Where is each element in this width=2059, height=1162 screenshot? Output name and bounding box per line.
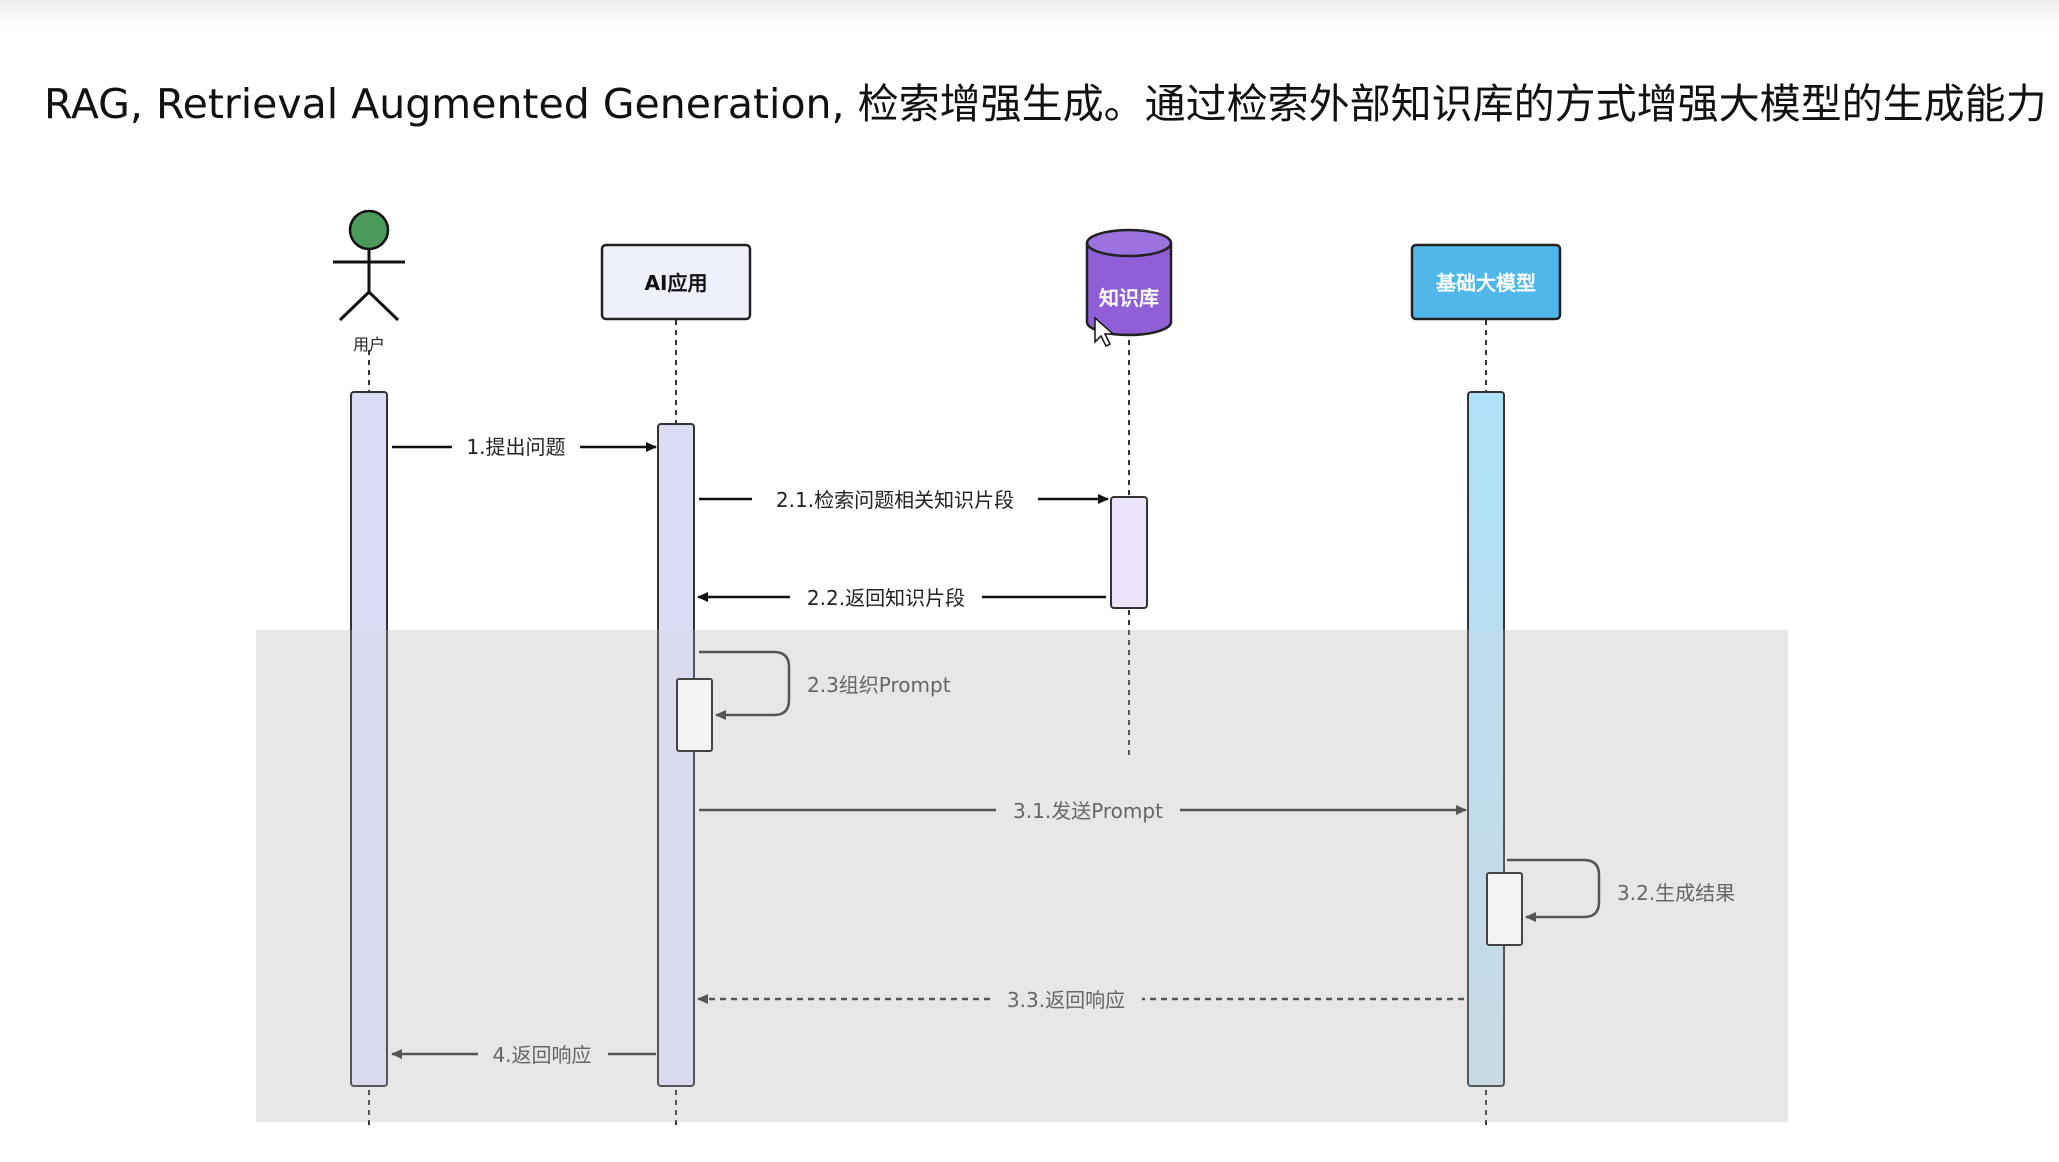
app-self-activation (676, 678, 713, 752)
llm-label: 基础大模型 (1436, 271, 1536, 295)
user-label: 用户 (353, 335, 385, 354)
user-actor-icon (333, 209, 405, 322)
msg31-label: 3.1.发送Prompt (1013, 799, 1163, 823)
user-activation-bar (350, 391, 388, 1087)
msg32-self-loop (1507, 858, 1601, 922)
kb-activation-bar (1110, 496, 1148, 609)
llm-self-activation (1486, 872, 1523, 946)
llm-participant-box (1410, 243, 1562, 321)
mouse-cursor-icon (1094, 316, 1115, 348)
msg21-label: 2.1.检索问题相关知识片段 (776, 488, 1014, 512)
page-title: RAG, Retrieval Augmented Generation, 检索增… (44, 80, 2047, 128)
msg23-label: 2.3组织Prompt (807, 673, 951, 697)
app-activation-bar (657, 423, 695, 1087)
kb-database-icon (1085, 228, 1173, 337)
kb-label: 知识库 (1099, 286, 1159, 310)
msg23-self-loop (699, 650, 791, 720)
msg22-label: 2.2.返回知识片段 (807, 586, 965, 610)
msg33-label: 3.3.返回响应 (1007, 988, 1125, 1012)
highlight-overlay (256, 630, 1788, 1122)
top-fade (0, 0, 2059, 30)
msg32-label: 3.2.生成结果 (1617, 881, 1735, 905)
msg1-label: 1.提出问题 (466, 435, 565, 459)
highlight-region (256, 630, 1788, 1122)
app-label: AI应用 (645, 271, 708, 295)
msg4-label: 4.返回响应 (492, 1043, 591, 1067)
app-participant-box (600, 243, 752, 321)
